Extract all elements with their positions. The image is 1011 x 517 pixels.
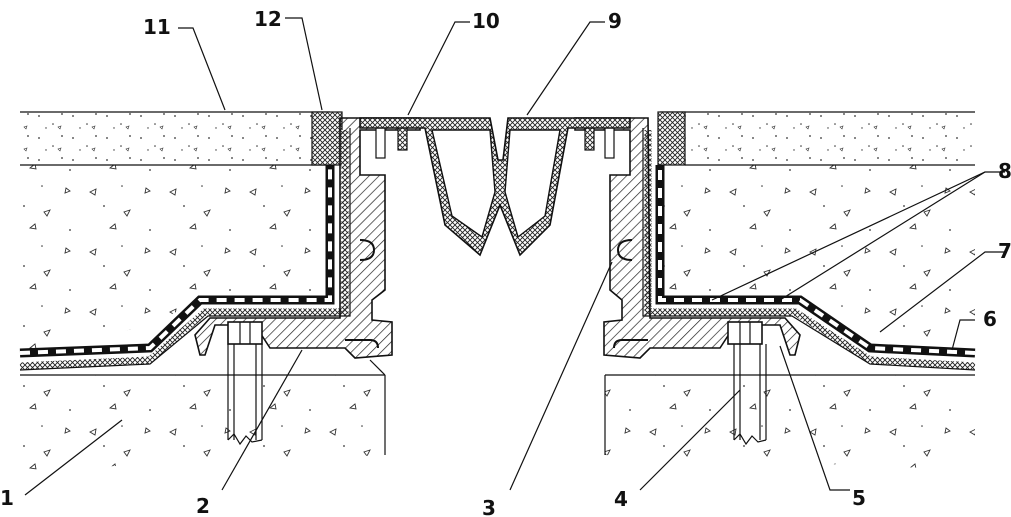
leader-11 xyxy=(178,27,226,111)
right-concrete-upper xyxy=(660,165,975,355)
callout-5: 5 xyxy=(852,486,866,510)
left-membrane-dash xyxy=(19,165,332,355)
seal-inner-void-left xyxy=(431,129,496,239)
callout-8: 8 xyxy=(998,159,1011,183)
right-anchor-bolt xyxy=(733,344,767,446)
leader-9 xyxy=(526,21,605,116)
callout-10: 10 xyxy=(472,9,500,33)
right-pavement-layer xyxy=(685,112,975,165)
left-anchor-bolt xyxy=(227,344,263,446)
leader-lines xyxy=(24,17,1005,496)
callout-9: 9 xyxy=(608,9,622,33)
leader-3 xyxy=(509,261,613,491)
right-bolt-nut xyxy=(727,321,763,345)
left-profile-slot xyxy=(345,339,379,349)
left-profile-hook xyxy=(359,239,376,261)
left-bolt-nut xyxy=(227,321,263,345)
callout-7: 7 xyxy=(998,239,1011,263)
left-base-corner xyxy=(369,359,386,376)
leader-4 xyxy=(639,389,741,491)
callout-4: 4 xyxy=(614,487,628,511)
callout-3: 3 xyxy=(482,496,496,517)
left-pavement-layer xyxy=(20,112,315,165)
seal-inner-void-right xyxy=(504,129,561,239)
right-profile-hook xyxy=(616,239,633,261)
right-concrete-base xyxy=(605,375,975,470)
right-edge-block xyxy=(657,111,686,166)
callout-6: 6 xyxy=(983,307,997,331)
callout-11: 11 xyxy=(143,15,171,39)
leader-2 xyxy=(221,349,303,491)
leader-12 xyxy=(285,17,323,111)
leader-1 xyxy=(24,419,123,496)
left-edge-profile xyxy=(194,117,421,359)
right-edge-profile xyxy=(574,117,801,359)
leader-8b xyxy=(779,171,986,301)
callout-2: 2 xyxy=(196,494,210,517)
callout-1: 1 xyxy=(0,486,14,510)
callout-12: 12 xyxy=(254,7,282,31)
leader-10 xyxy=(407,21,470,116)
leader-5 xyxy=(779,345,850,491)
right-profile-slot xyxy=(613,339,648,349)
leader-6 xyxy=(951,319,975,351)
left-concrete-upper xyxy=(20,165,330,355)
left-edge-block xyxy=(311,111,343,166)
leader-7 xyxy=(879,251,1005,333)
right-membrane-dash xyxy=(658,165,976,355)
left-concrete-base xyxy=(20,375,385,470)
